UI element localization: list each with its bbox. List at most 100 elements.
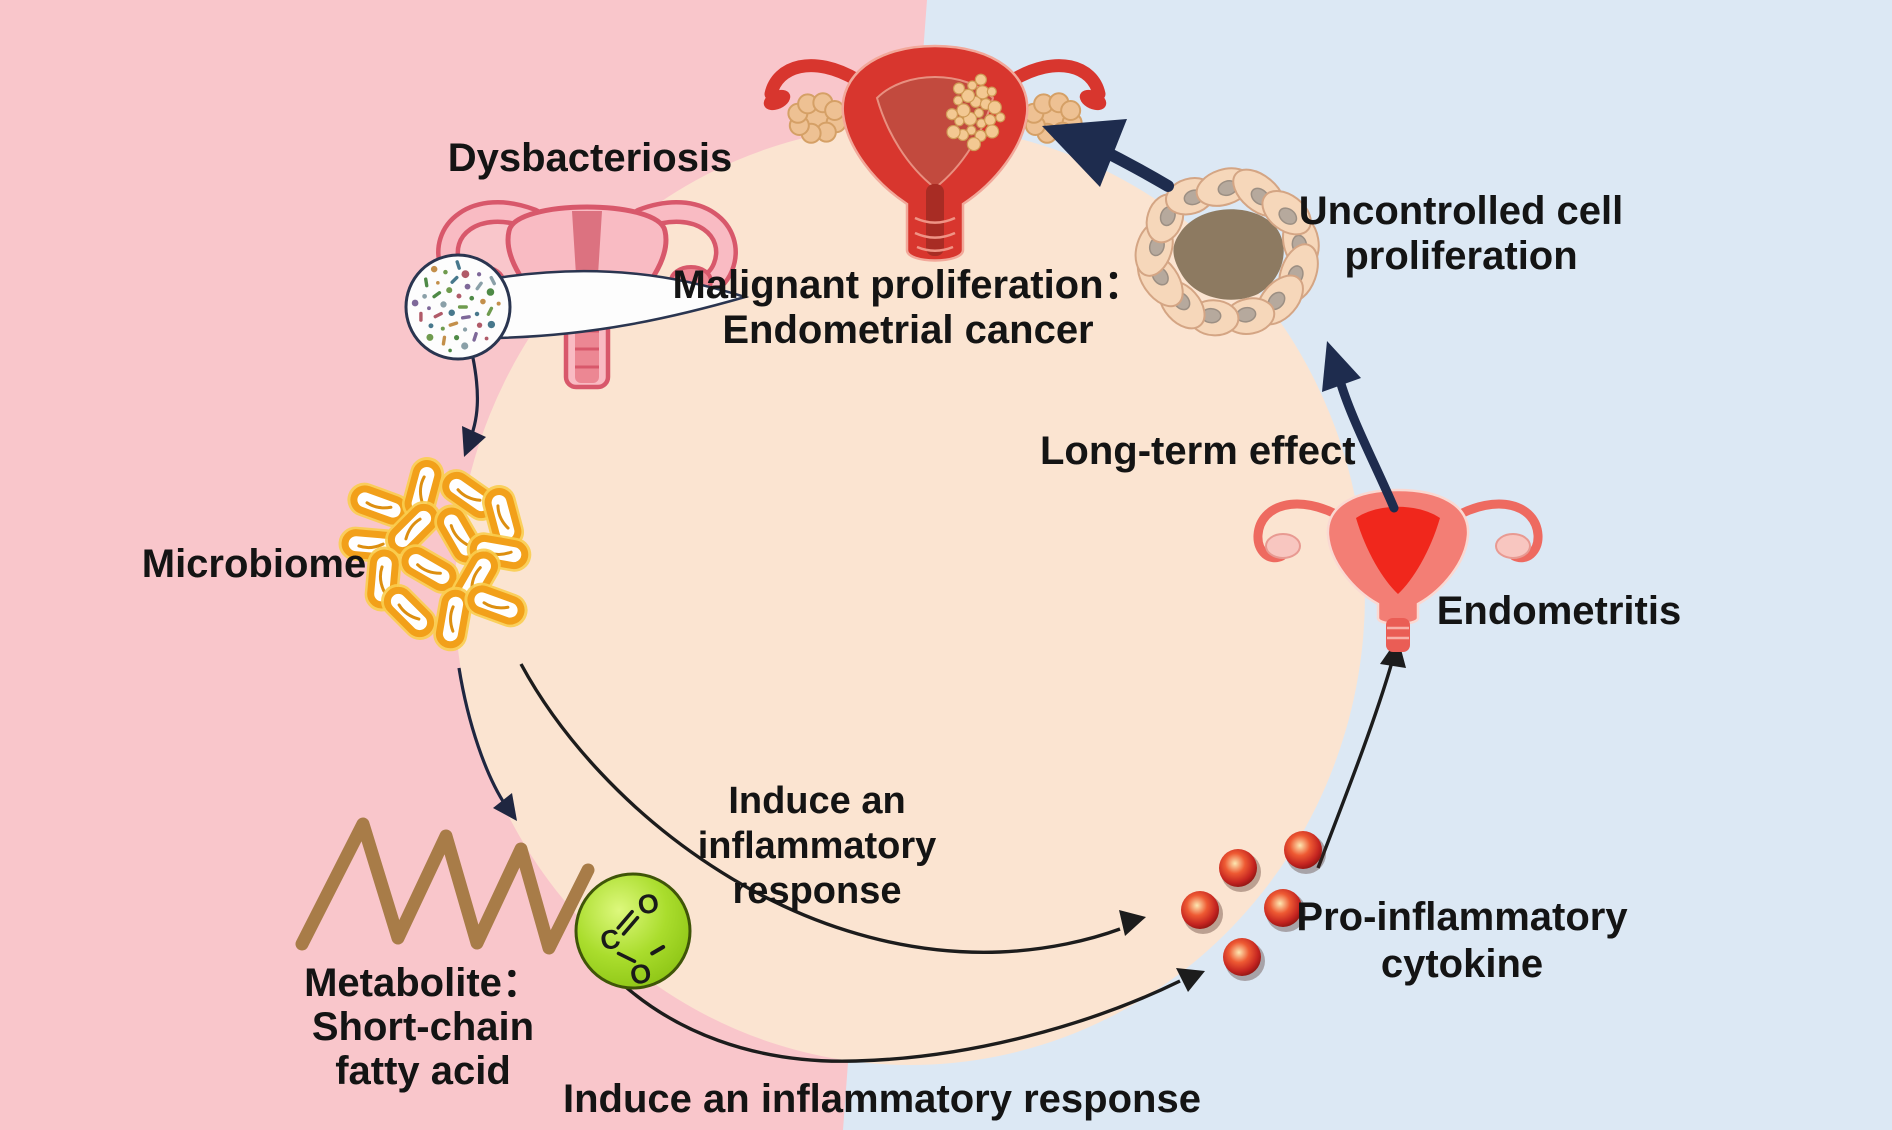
decorative-shape bbox=[764, 59, 864, 101]
decorative-shape bbox=[995, 112, 1006, 123]
decorative-shape bbox=[914, 216, 956, 252]
decorative-shape bbox=[433, 586, 473, 652]
microbiome-label: Microbiome bbox=[141, 542, 367, 586]
decorative-shape bbox=[469, 295, 475, 301]
decorative-shape bbox=[397, 603, 421, 621]
decorative-shape bbox=[1278, 207, 1298, 225]
tumor-cells bbox=[945, 73, 1006, 152]
decorative-shape bbox=[1322, 341, 1361, 392]
decorative-shape bbox=[454, 335, 460, 341]
decorative-shape bbox=[1219, 849, 1257, 887]
decorative-shape bbox=[960, 88, 976, 103]
induce-center-line3: response bbox=[732, 870, 902, 912]
decorative-shape bbox=[381, 584, 437, 640]
microbe-magnifier-icon bbox=[404, 253, 750, 361]
decorative-shape bbox=[418, 475, 426, 503]
decorative-shape bbox=[457, 305, 468, 309]
ovary-left bbox=[787, 92, 847, 144]
decorative-shape bbox=[1265, 533, 1301, 559]
double-bond bbox=[616, 909, 640, 936]
cycle-circle bbox=[455, 125, 1365, 1065]
metabolite-line2: Short-chain bbox=[311, 1005, 535, 1049]
endometrial-cancer-uterus-illustration bbox=[763, 44, 1107, 262]
decorative-shape bbox=[482, 601, 510, 610]
single-bond bbox=[616, 951, 637, 964]
decorative-shape bbox=[519, 663, 1121, 954]
decorative-shape bbox=[974, 73, 987, 86]
decorative-shape bbox=[1316, 661, 1394, 869]
decorative-shape bbox=[419, 311, 423, 322]
decorative-shape bbox=[1181, 891, 1219, 929]
decorative-shape bbox=[599, 961, 1181, 1063]
decorative-shape bbox=[401, 547, 457, 591]
decorative-shape bbox=[946, 124, 961, 140]
decorative-shape bbox=[467, 585, 525, 625]
decorative-shape bbox=[1079, 89, 1107, 111]
decorative-shape bbox=[422, 293, 427, 299]
cytokine-line1: Pro-inflammatory bbox=[1296, 895, 1628, 939]
decorative-shape bbox=[365, 501, 393, 510]
dysbacteriosis-label: Dysbacteriosis bbox=[447, 136, 733, 180]
decorative-shape bbox=[347, 482, 411, 528]
decorative-shape bbox=[953, 95, 964, 106]
metabolite-line3: fatty acid bbox=[335, 1049, 511, 1093]
microbe-dots bbox=[411, 260, 501, 353]
decorative-shape bbox=[476, 322, 483, 328]
decorative-shape bbox=[1176, 968, 1205, 992]
decorative-shape bbox=[449, 605, 455, 633]
decorative-shape bbox=[474, 311, 480, 317]
decorative-shape bbox=[486, 306, 494, 316]
fatty-acid-chain-zigzag bbox=[295, 817, 595, 955]
decorative-shape bbox=[428, 323, 434, 329]
decorative-shape bbox=[824, 99, 846, 121]
uncontrolled-line1: Uncontrolled cell bbox=[1298, 189, 1624, 233]
decorative-shape bbox=[411, 299, 419, 307]
decorative-shape bbox=[489, 275, 496, 286]
decorative-shape bbox=[462, 327, 468, 332]
decorative-shape bbox=[455, 260, 461, 270]
decorative-shape bbox=[404, 517, 422, 541]
arrow-dysbacteriosis-to-microbiome bbox=[462, 357, 486, 457]
decorative-shape bbox=[1173, 209, 1284, 300]
decorative-shape bbox=[433, 311, 443, 319]
cytokine-spheres-icon bbox=[1181, 831, 1326, 981]
decorative-shape bbox=[432, 291, 442, 299]
cell-cluster-illustration bbox=[1134, 167, 1320, 337]
charge-minus bbox=[650, 944, 666, 956]
decorative-shape bbox=[985, 124, 1000, 139]
decorative-shape bbox=[1387, 626, 1409, 640]
decorative-shape bbox=[457, 667, 508, 807]
decorative-shape bbox=[460, 315, 471, 320]
decorative-shape bbox=[441, 335, 447, 346]
decorative-shape bbox=[440, 326, 445, 331]
decorative-shape bbox=[956, 103, 971, 118]
decorative-shape bbox=[427, 306, 431, 311]
decorative-shape bbox=[1261, 190, 1312, 236]
decorative-shape bbox=[446, 287, 453, 294]
decorative-shape bbox=[426, 333, 434, 341]
arrow-induce-outer-to-cytokines bbox=[599, 961, 1205, 1063]
decorative-shape bbox=[987, 100, 1002, 115]
decorative-shape bbox=[450, 275, 459, 284]
decorative-shape bbox=[496, 301, 501, 306]
decorative-shape bbox=[448, 348, 452, 353]
arrow-endometritis-to-proliferation bbox=[1322, 341, 1399, 513]
decorative-shape bbox=[456, 488, 482, 502]
induce-response-center-label: Induce an inflammatory response bbox=[644, 779, 990, 914]
uncontrolled-line2: proliferation bbox=[1344, 234, 1578, 278]
decorative-shape bbox=[493, 793, 517, 821]
decorative-shape bbox=[1264, 889, 1302, 927]
decorative-shape bbox=[484, 336, 489, 341]
decorative-shape bbox=[1336, 379, 1399, 513]
arrow-microbiome-to-metabolite bbox=[457, 667, 517, 821]
decorative-shape bbox=[461, 270, 470, 279]
decorative-shape bbox=[966, 136, 981, 152]
decorative-shape bbox=[487, 320, 496, 329]
decorative-shape bbox=[493, 269, 750, 340]
decorative-shape bbox=[424, 277, 429, 288]
microbiome-bacteria-icon bbox=[338, 457, 532, 652]
decorative-shape bbox=[954, 116, 965, 127]
decorative-shape bbox=[1495, 533, 1531, 559]
